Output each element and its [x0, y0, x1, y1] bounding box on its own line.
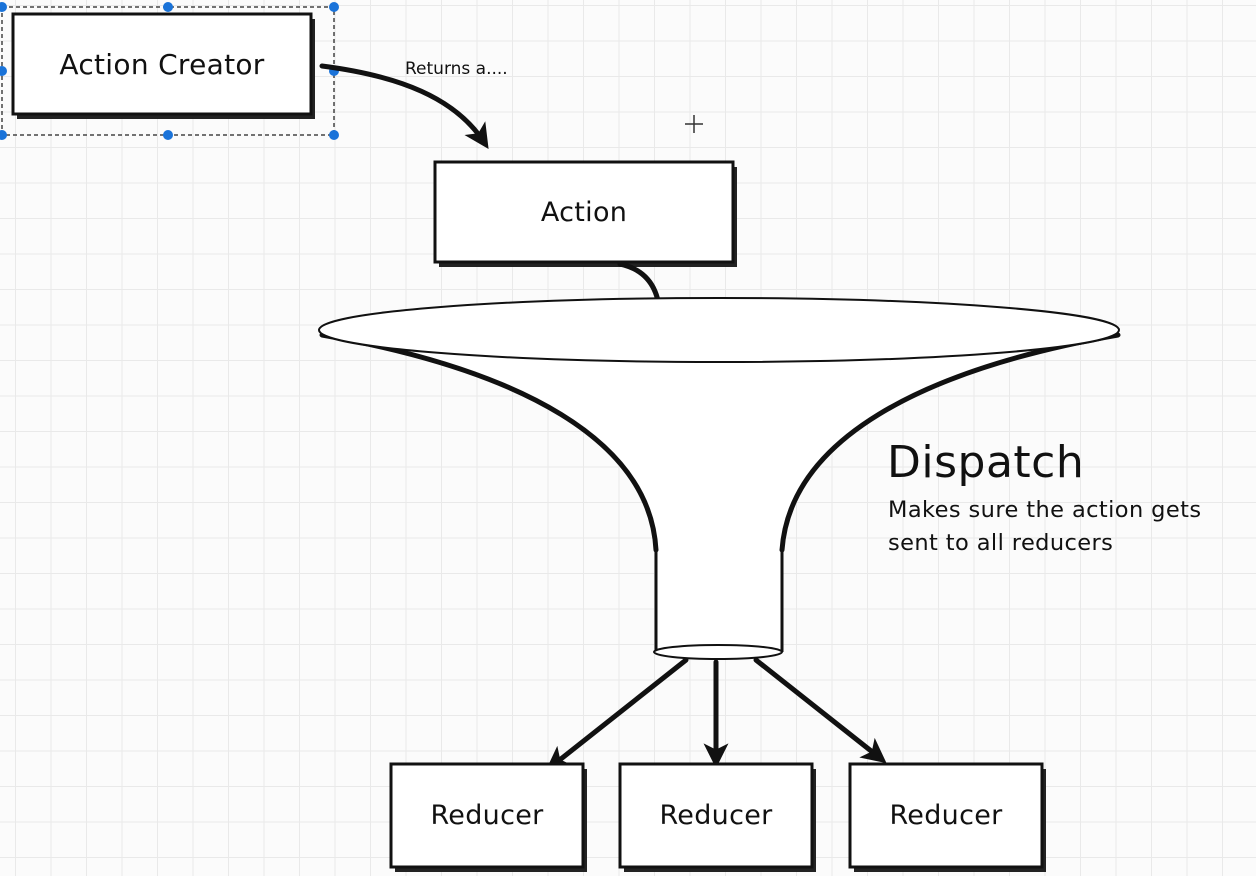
resize-handle-ne[interactable] [329, 2, 339, 12]
action-creator-label: Action Creator [59, 47, 265, 81]
resize-handle-se[interactable] [329, 130, 339, 140]
resize-handle-w[interactable] [0, 66, 7, 76]
arrow-to-reducer-3[interactable] [753, 657, 887, 764]
dispatch-title: Dispatch [887, 437, 1085, 488]
reducer-box-1[interactable] [389, 762, 587, 872]
action-box[interactable] [433, 160, 737, 267]
reducer-box-3[interactable] [848, 762, 1046, 872]
reducer-label-2: Reducer [659, 800, 773, 831]
resize-handle-s[interactable] [163, 130, 173, 140]
reducer-label-1: Reducer [430, 800, 544, 831]
action-label: Action [540, 196, 628, 228]
resize-handle-nw[interactable] [0, 2, 7, 12]
dispatch-description: Makes sure the action gets sent to all r… [888, 494, 1201, 560]
arrow-to-reducer-1[interactable] [545, 657, 689, 772]
arrow-creator-to-action[interactable] [319, 63, 489, 149]
resize-handle-n[interactable] [163, 2, 173, 12]
dispatch-funnel[interactable] [318, 297, 1121, 660]
crosshair-cursor-icon [685, 115, 703, 133]
action-creator-box[interactable] [11, 12, 315, 119]
dispatch-description-line-1: Makes sure the action gets [888, 497, 1202, 523]
dispatch-description-line-2: sent to all reducers [888, 530, 1114, 556]
selection-frame[interactable] [0, 2, 339, 140]
returns-annotation: Returns a.... [405, 59, 508, 79]
reducer-label-3: Reducer [889, 800, 1003, 831]
reducer-box-2[interactable] [618, 762, 816, 872]
resize-handle-sw[interactable] [0, 130, 7, 140]
